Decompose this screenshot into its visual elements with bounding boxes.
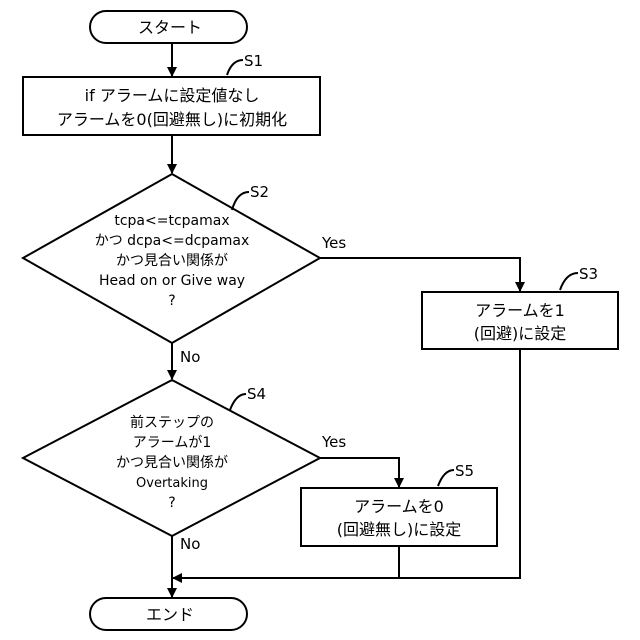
s1-label-leader [227,60,243,75]
s2-yes-label: Yes [321,234,346,252]
s4-label-leader [230,394,246,410]
s4-line-5: ? [168,495,175,511]
s4-line-1: 前ステップの [130,414,214,431]
s5-step-label: S5 [455,462,474,480]
arrow-s4-yes-to-s5 [320,458,399,487]
s1-line-1: if アラームに設定値なし [85,86,260,105]
s1-step-label: S1 [244,52,263,70]
s5-label-leader [438,470,454,486]
s5-line-1: アラームを0 [354,497,444,516]
arrow-s2-yes-to-s3 [320,258,520,291]
s1-line-2: アラームを0(回避無し)に初期化 [57,110,287,129]
start-label: スタート [138,18,202,37]
s2-label-leader [232,192,249,210]
s3-step-label: S3 [579,265,598,283]
s2-line-1: tcpa<=tcpamax [114,213,229,229]
s2-no-label: No [180,348,200,366]
s4-no-label: No [180,535,200,553]
s2-line-3: かつ見合い関係が [116,253,228,269]
s2-line-4: Head on or Give way [99,273,245,289]
s3-line-1: アラームを1 [475,301,565,320]
s3-line-2: (回避)に設定 [474,324,567,343]
s3-label-leader [560,273,578,290]
s2-step-label: S2 [250,183,269,201]
s5-line-2: (回避無し)に設定 [337,520,462,539]
s4-line-4: Overtaking [136,476,208,491]
s4-line-2: アラームが1 [133,435,212,451]
end-label: エンド [146,605,194,624]
s2-line-2: かつ dcpa<=dcpamax [95,233,250,249]
s4-yes-label: Yes [321,433,346,451]
s2-line-5: ? [168,293,175,309]
s4-step-label: S4 [247,385,266,403]
s4-line-3: かつ見合い関係が [116,455,228,471]
